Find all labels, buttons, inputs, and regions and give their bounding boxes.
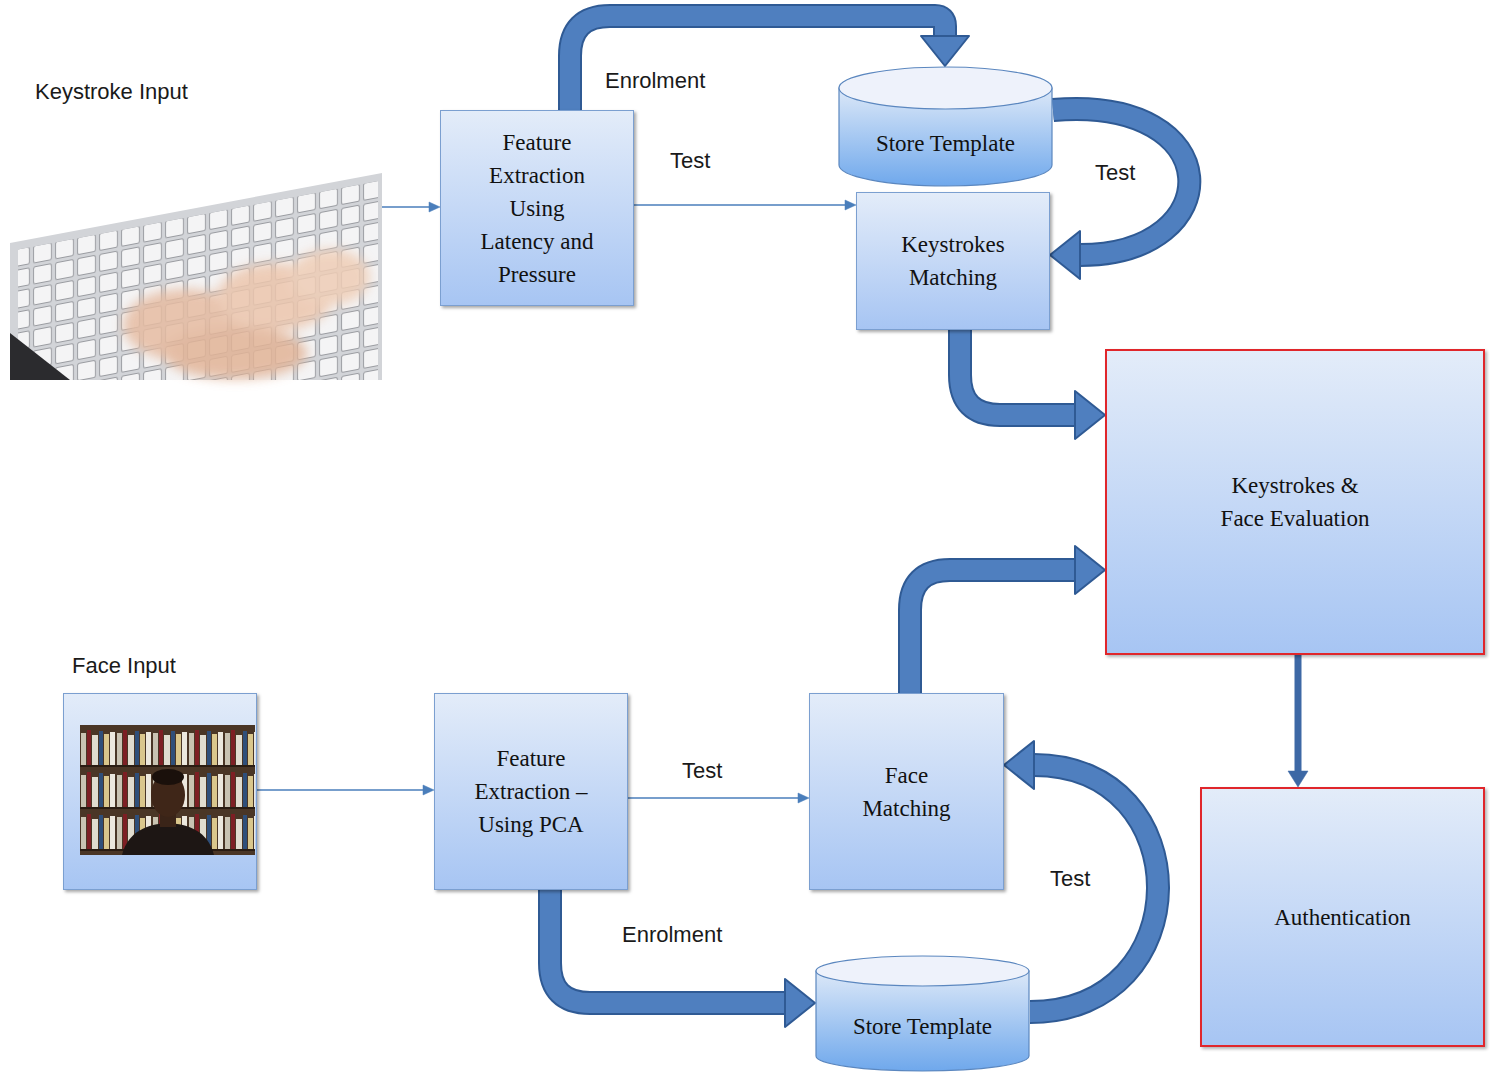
node-text: Store Template (853, 1010, 992, 1043)
cylinder-shape (838, 66, 1053, 188)
authentication-box: Authentication (1200, 787, 1485, 1047)
connector (550, 890, 815, 1027)
input-heading: Face Input (72, 652, 176, 680)
connector (1050, 109, 1189, 279)
node-text: Feature Extraction – Using PCA (465, 742, 597, 841)
edge-label: Test (1048, 866, 1092, 892)
node-text: Feature Extraction Using Latency and Pre… (473, 126, 601, 291)
arrow-head (1004, 741, 1034, 789)
connector-outline (1053, 109, 1189, 255)
input-heading: Keystroke Input (35, 78, 188, 106)
connector-line (1295, 655, 1302, 771)
connector-line (382, 206, 429, 208)
connector-outline (960, 330, 1075, 415)
connector-line (910, 570, 1075, 693)
keystroke-input: Keystroke Input (10, 165, 382, 380)
typing-hands (123, 249, 370, 379)
process-box: Face Matching (809, 693, 1004, 890)
node-text: Store Template (876, 127, 1015, 160)
edge-label: Test (1093, 160, 1137, 186)
node-text: Face Matching (852, 759, 962, 825)
connector-line (1053, 109, 1189, 255)
face-photo (63, 693, 257, 890)
connector (628, 793, 809, 803)
face-input: Face Input (63, 693, 257, 890)
edge-label: Test (680, 758, 724, 784)
template-store: Store Template (815, 955, 1030, 1073)
node-text: Authentication (1274, 901, 1411, 934)
connector (960, 330, 1105, 439)
arrow-head (845, 200, 856, 210)
node-text: Keystrokes Matching (889, 228, 1017, 294)
connector (910, 546, 1105, 693)
edge-label: Enrolment (620, 922, 724, 948)
process-box: Feature Extraction Using Latency and Pre… (440, 110, 634, 306)
arrow-head (785, 979, 815, 1027)
connector-line (257, 789, 423, 791)
node-text: Keystrokes & Face Evaluation (1210, 469, 1380, 535)
connector-line (634, 204, 845, 206)
connector-outline (1030, 765, 1158, 1012)
arrow-head (798, 793, 809, 803)
process-box: Feature Extraction – Using PCA (434, 693, 628, 890)
evaluation-box: Keystrokes & Face Evaluation (1105, 349, 1485, 655)
edge-label: Enrolment (603, 68, 707, 94)
arrow-head (429, 202, 440, 212)
connector (634, 200, 856, 210)
connector (1288, 655, 1308, 787)
connector-outline (550, 890, 785, 1003)
arrow-head (1075, 546, 1105, 594)
template-store: Store Template (838, 66, 1053, 188)
connector-line (550, 890, 785, 1003)
arrow-head (921, 36, 969, 66)
connector (382, 202, 440, 212)
edge-label: Test (668, 148, 712, 174)
arrow-head (423, 785, 434, 795)
connector-line (1030, 765, 1158, 1012)
process-box: Keystrokes Matching (856, 192, 1050, 330)
arrow-head (1050, 231, 1080, 279)
arrow-head (1075, 391, 1105, 439)
arrow-head (1288, 771, 1308, 787)
connector-outline (910, 570, 1075, 693)
keyboard-illustration (10, 165, 382, 459)
connector (257, 785, 434, 795)
connector-line (628, 797, 798, 799)
connector-line (960, 330, 1075, 415)
